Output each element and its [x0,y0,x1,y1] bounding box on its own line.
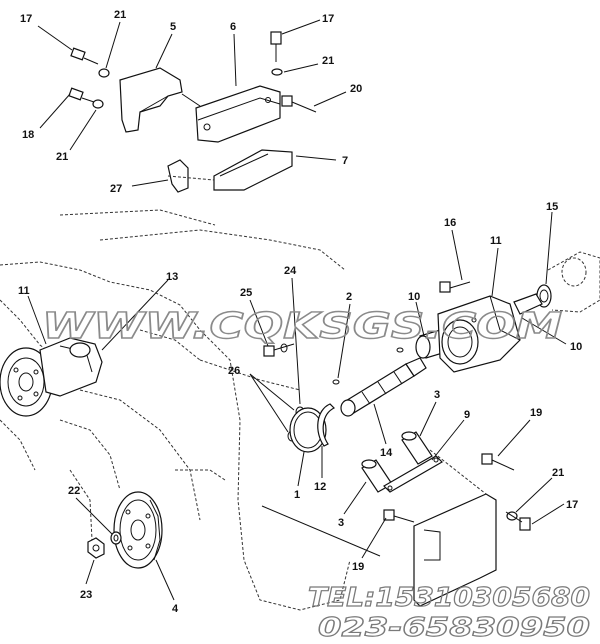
bolt-25 [263,343,295,357]
engine-block-outline [0,209,351,611]
callout-11: 11 [490,235,502,247]
callout-labels: 17 21 5 6 17 21 20 18 21 7 27 16 11 15 1… [18,9,582,615]
washer-21-left [92,99,104,109]
bolt-17-top-right [270,31,282,62]
callout-15: 15 [546,201,558,213]
bolt-17-bottom [505,511,531,531]
callout-25: 25 [240,287,252,299]
cover-plate [413,449,497,607]
callout-6: 6 [230,21,236,33]
snap-ring-12 [317,403,336,447]
bushing-3-upper [401,431,433,465]
callout-22: 22 [68,485,80,497]
bolt-18 [68,87,95,103]
bolt-16 [439,281,471,293]
callout-9: 9 [464,409,470,421]
pump-15-body [547,251,600,313]
bolt-19-right [481,453,515,471]
washer-21-top-left [98,68,110,78]
leader-lines [27,19,567,601]
callout-26: 26 [228,365,240,377]
pin-2 [332,347,404,385]
nut-23 [87,537,105,559]
bracket-27 [167,159,189,193]
callout-11: 11 [18,285,30,297]
callout-12: 12 [314,481,326,493]
callout-18: 18 [22,129,34,141]
callout-19: 19 [352,561,364,573]
callout-21: 21 [114,9,126,21]
bolt-20 [281,95,317,113]
callout-21: 21 [322,55,334,67]
callout-3: 3 [434,389,440,401]
callout-14: 14 [380,447,393,459]
washer-22 [110,531,122,545]
callout-20: 20 [350,83,362,95]
callout-4: 4 [172,603,179,615]
link-9 [383,455,443,493]
callout-24: 24 [284,265,297,277]
bolt-19-lower [383,509,415,523]
shaft-14 [340,357,427,417]
callout-7: 7 [342,155,348,167]
callout-21: 21 [552,467,564,479]
callout-2: 2 [346,291,352,303]
left-pump-assembly [0,337,103,417]
gear-4 [113,491,163,569]
callout-23: 23 [80,589,92,601]
callout-21: 21 [56,151,68,163]
plate-7 [213,149,293,191]
bracket-support-lines [167,93,215,181]
housing-11 [437,295,521,373]
watermark-text: WWW.CQKSGS.COM [42,306,562,347]
shaft-10-right [513,293,543,315]
washer-21-top-right [271,68,283,76]
bracket-5 [119,67,183,133]
contact-phone: TEL:15310305680 [308,583,590,613]
o-ring-1 [289,407,327,453]
callout-10: 10 [408,291,420,303]
callout-17: 17 [322,13,334,25]
callout-1: 1 [294,489,300,501]
callout-17: 17 [566,499,578,511]
bracket-6 [195,85,281,143]
bolt-17-top-left [70,47,99,65]
callout-16: 16 [444,217,456,229]
callout-17: 17 [20,13,32,25]
callout-27: 27 [110,183,122,195]
callout-3: 3 [338,517,344,529]
callout-19: 19 [530,407,542,419]
contact-phone-2: 023-65830950 [318,613,590,643]
callout-5: 5 [170,21,176,33]
callout-13: 13 [166,271,178,283]
callout-10: 10 [570,341,582,353]
